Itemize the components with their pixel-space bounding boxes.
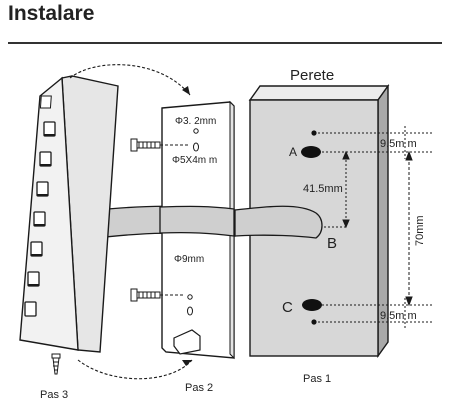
hole-c-label: C — [282, 299, 293, 316]
wall-hole-bottom-small — [311, 319, 317, 325]
step-3-label: Pas 3 — [40, 389, 68, 401]
dim-ab-label: 41.5mm — [303, 183, 343, 195]
wall-hole-a — [301, 146, 321, 158]
hole-b-label: B — [327, 235, 337, 252]
drill-cable-label: Φ9mm — [174, 254, 204, 265]
wall-hole-c — [302, 299, 322, 311]
keypad-device — [19, 75, 119, 353]
step-2-label: Pas 2 — [185, 382, 213, 394]
hole-a-label: A — [289, 145, 297, 159]
drill-slot-label: Φ5X4m m — [172, 155, 217, 166]
heading-divider — [8, 42, 442, 44]
assembly-arrows — [69, 64, 193, 380]
mounting-plate — [159, 100, 235, 360]
screw-icon — [51, 353, 61, 375]
screw-icon — [130, 138, 190, 152]
keypad-keys — [24, 121, 56, 317]
dim-bottom-label: 9.5m m — [380, 310, 417, 322]
dim-total-label: 70mm — [414, 215, 426, 246]
step-1-label: Pas 1 — [303, 373, 331, 385]
drill-small-label: Φ3. 2mm — [175, 116, 216, 127]
screw-icon — [130, 288, 184, 302]
wall-top-face — [248, 85, 390, 101]
page-heading: Instalare — [8, 2, 95, 25]
dim-top-label: 9.5m m — [380, 138, 417, 150]
wall-label: Perete — [290, 67, 334, 84]
arrowheads — [182, 86, 192, 366]
dimension-arrows — [342, 126, 413, 330]
wall-hole-top-small — [311, 130, 317, 136]
